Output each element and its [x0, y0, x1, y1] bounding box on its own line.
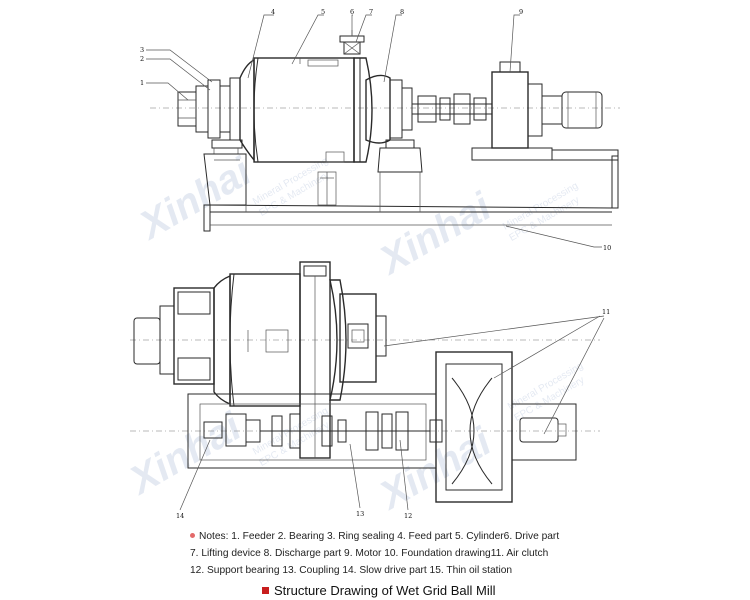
notes-line-3: 12. Support bearing 13. Coupling 14. Slo… — [190, 565, 513, 576]
callout-10: 10 — [603, 244, 611, 252]
feeder — [177, 85, 209, 133]
watermark-brand: Xinhai — [121, 404, 249, 504]
watermark-brand: Xinhai — [131, 149, 259, 249]
callout-3: 3 — [140, 46, 144, 54]
callout-9: 9 — [519, 8, 523, 16]
watermark-brand: Xinhai — [371, 184, 499, 284]
notes-line-2: 7. Lifting device 8. Discharge part 9. M… — [190, 548, 549, 559]
callout-7: 7 — [369, 8, 373, 16]
drive-gear — [339, 30, 373, 163]
plan-view — [130, 261, 600, 503]
watermark-brand: Xinhai — [371, 419, 499, 519]
notes-text-1: Notes: 1. Feeder 2. Bearing 3. Ring seal… — [199, 531, 560, 542]
callout-6: 6 — [350, 8, 354, 16]
main-bearing-feed-end — [207, 77, 243, 154]
callout-14: 14 — [176, 512, 184, 520]
watermark-group: Xinhai Mineral Processing EPC & Machiner… — [121, 149, 587, 519]
callout-12: 12 — [404, 512, 412, 520]
callout-13: 13 — [356, 510, 364, 518]
foundation — [203, 172, 613, 232]
callout-2: 2 — [140, 55, 144, 63]
callout-1: 1 — [140, 79, 144, 87]
callout-8: 8 — [400, 8, 404, 16]
notes-line-1: Notes: 1. Feeder 2. Bearing 3. Ring seal… — [190, 528, 610, 545]
notes-legend: Notes: 1. Feeder 2. Bearing 3. Ring seal… — [190, 528, 610, 579]
callout-4: 4 — [271, 8, 275, 16]
slow-drive — [203, 413, 430, 447]
callout-5: 5 — [321, 8, 325, 16]
drive-shaft — [412, 93, 492, 125]
callout-numbers: 1 2 3 4 5 6 7 8 9 10 11 12 13 14 — [140, 8, 611, 520]
leader-lines — [146, 14, 605, 511]
main-motor — [491, 61, 603, 149]
discharge-part — [365, 74, 415, 149]
mill-cylinder — [253, 57, 355, 163]
bullet-dot-icon — [190, 532, 195, 538]
caption-text: Structure Drawing of Wet Grid Ball Mill — [274, 583, 496, 598]
caption-marker-icon — [262, 587, 269, 595]
figure-caption: Structure Drawing of Wet Grid Ball Mill — [262, 583, 496, 598]
plan-chute — [299, 261, 331, 459]
callout-11: 11 — [602, 308, 610, 316]
side-elevation-view — [150, 30, 620, 232]
support-bearing — [365, 411, 409, 451]
couplings — [271, 413, 347, 449]
